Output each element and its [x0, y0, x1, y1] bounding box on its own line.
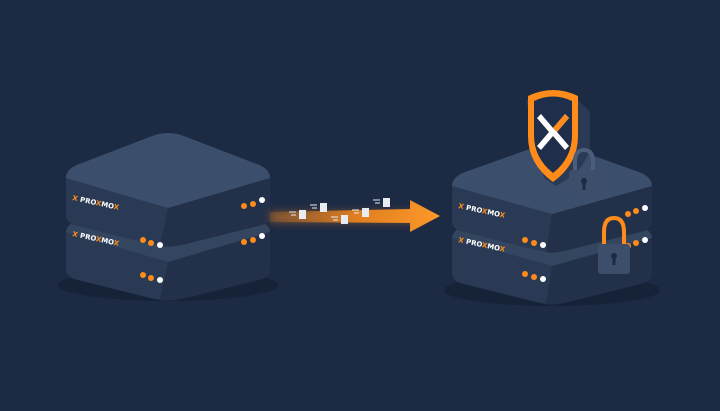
padlock-icon [569, 147, 599, 198]
proxmox-logo: X PROXMOX [72, 230, 121, 248]
document-icon [352, 208, 369, 217]
proxmox-logo: X PROXMOX [72, 194, 121, 212]
document-icon [289, 210, 306, 219]
proxmox-logo: X PROXMOX [458, 202, 507, 220]
padlock-icon [598, 215, 630, 274]
source-server: X PROXMOX X PROXMOX [58, 133, 278, 301]
status-lights [140, 197, 265, 283]
document-icon [373, 198, 390, 207]
transfer-arrow [270, 198, 440, 232]
proxmox-logo: X PROXMOX [458, 236, 507, 254]
document-icon [331, 215, 348, 224]
document-icon [310, 203, 327, 212]
arrow-right-icon [270, 200, 440, 232]
server-unit-upper [66, 133, 270, 247]
protected-server: X PROXMOX X PROXMOX [444, 90, 660, 306]
